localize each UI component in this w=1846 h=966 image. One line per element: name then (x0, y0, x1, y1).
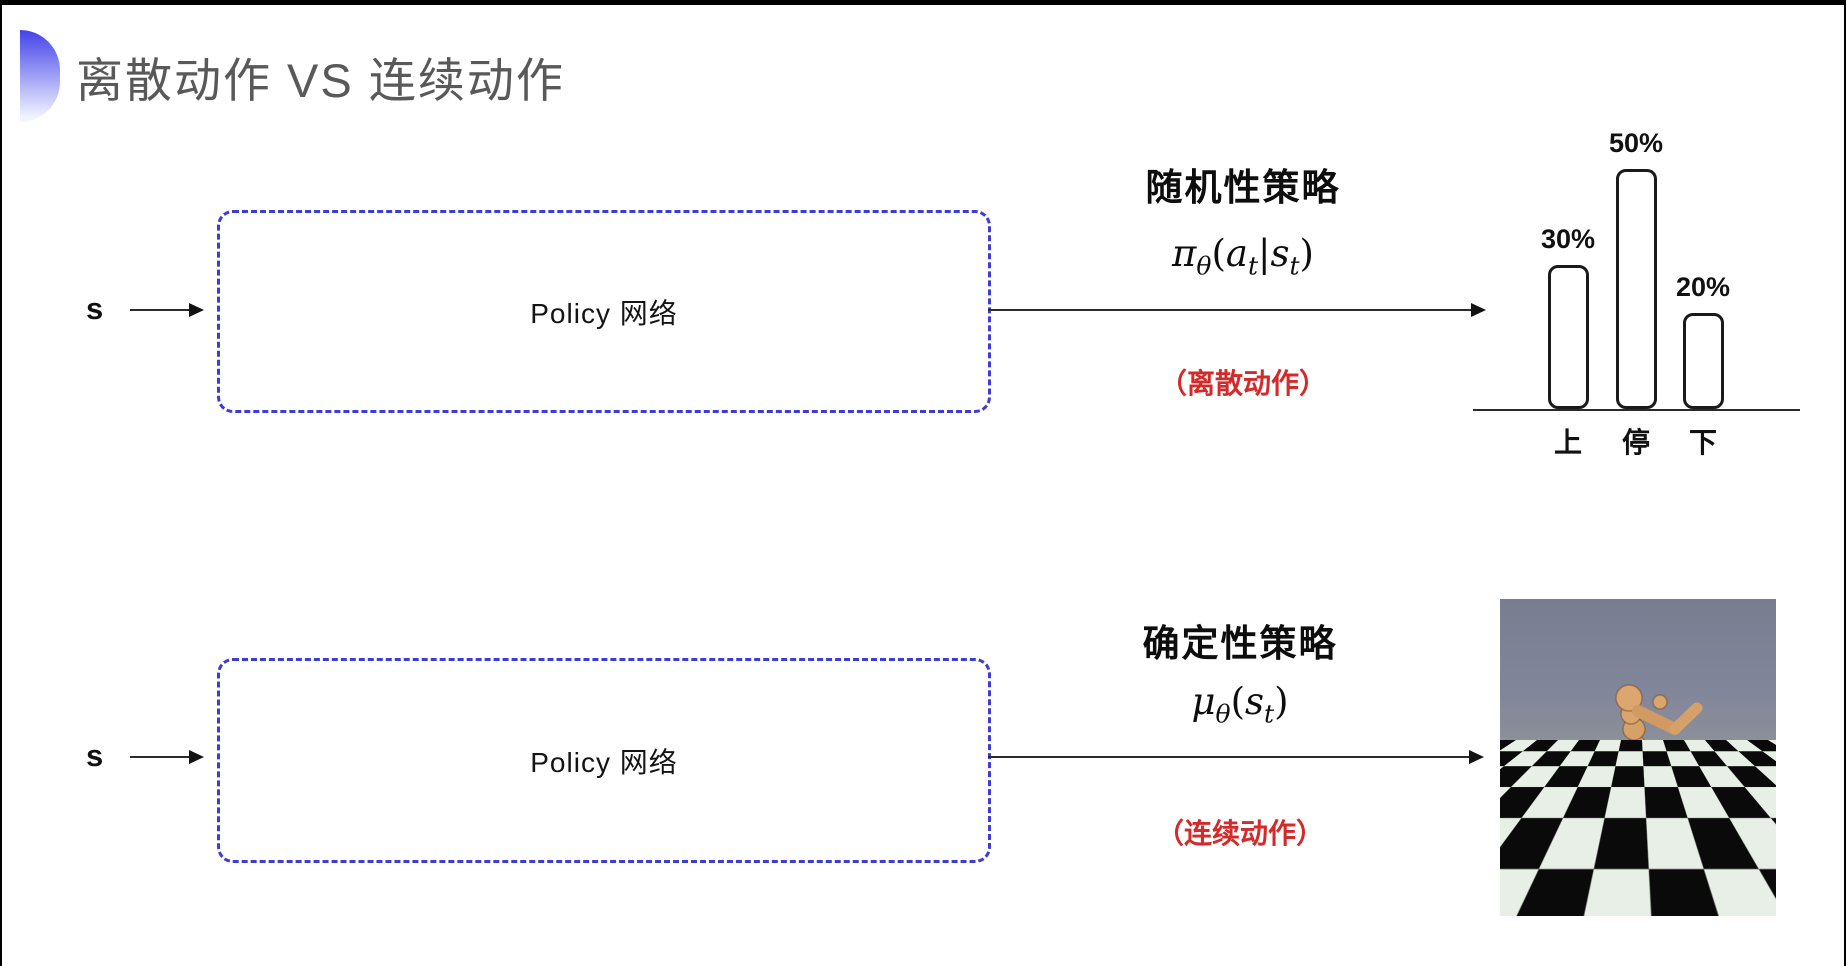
formula-subscript: t (1264, 699, 1275, 729)
action-type-note-top: （离散动作） (1158, 368, 1327, 399)
probability-value-label: 50% (1608, 128, 1664, 158)
state-input-label-bottom: s (86, 738, 104, 773)
formula-arg: s (1245, 680, 1265, 723)
policy-formula-top: πθ(at|st) (1083, 232, 1403, 278)
input-arrow-top (130, 303, 204, 317)
action-category-label: 下 (1688, 427, 1718, 458)
formula-subscript: θ (1215, 699, 1231, 729)
policy-box-label-bottom: Policy 网络 (530, 746, 678, 778)
policy-type-title-bottom: 确定性策略 (1142, 623, 1338, 664)
formula-symbol: μ (1191, 680, 1216, 723)
formula-paren: ( (1230, 680, 1246, 723)
policy-type-title-top: 随机性策略 (1145, 167, 1341, 208)
probability-bar (1547, 265, 1589, 409)
chart-baseline (1473, 409, 1800, 411)
page-title: 离散动作 VS 连续动作 (76, 54, 565, 107)
humanoid-simulation-image (1500, 599, 1776, 916)
probability-value-label: 20% (1675, 272, 1731, 302)
policy-network-box-bottom: Policy 网络 (217, 658, 991, 863)
action-probability-chart: 30% 上 50% 停 20% 下 (1473, 110, 1800, 458)
top-border (0, 0, 1846, 5)
formula-paren: ) (1274, 680, 1289, 723)
probability-value-label: 30% (1540, 224, 1596, 254)
humanoid-robot-figure (1590, 684, 1703, 883)
formula-arg: a (1225, 232, 1248, 275)
formula-bar: | (1257, 232, 1271, 275)
action-type-note-bottom: （连续动作） (1155, 818, 1324, 849)
policy-network-box-top: Policy 网络 (217, 210, 991, 413)
right-border (1844, 0, 1846, 966)
formula-subscript: t (1247, 251, 1258, 281)
formula-subscript: t (1289, 251, 1300, 281)
formula-subscript: θ (1196, 251, 1212, 281)
probability-bar (1682, 313, 1724, 409)
left-border (0, 0, 2, 966)
action-category-label: 停 (1621, 427, 1651, 458)
policy-box-label-top: Policy 网络 (530, 297, 678, 329)
output-arrow-top (988, 303, 1486, 317)
formula-symbol: π (1172, 232, 1197, 275)
formula-arg: s (1270, 232, 1290, 275)
output-arrow-bottom (988, 750, 1484, 764)
action-category-label: 上 (1553, 427, 1583, 458)
input-arrow-bottom (130, 750, 204, 764)
policy-formula-bottom: μθ(st) (1080, 680, 1400, 726)
title-accent-shape (20, 30, 60, 122)
formula-paren: ( (1211, 232, 1226, 275)
probability-bar (1615, 169, 1657, 409)
state-input-label-top: s (86, 291, 104, 326)
formula-paren: ) (1299, 232, 1314, 275)
